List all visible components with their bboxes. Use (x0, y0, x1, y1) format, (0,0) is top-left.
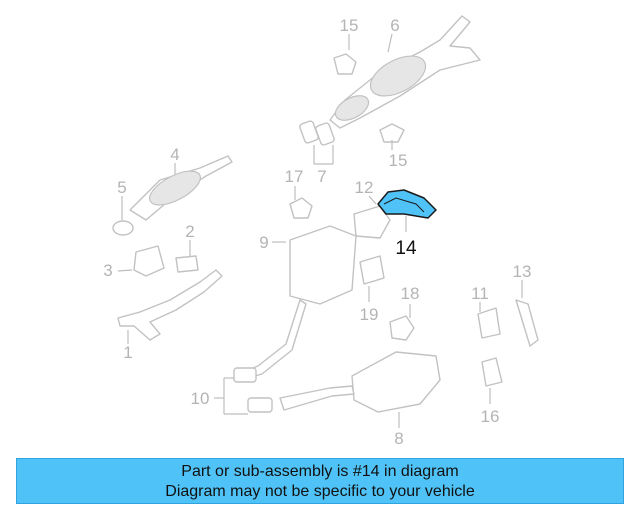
callout-1: 1 (123, 343, 132, 362)
part-6-drawing (329, 15, 481, 129)
part-3-drawing (133, 245, 165, 277)
part-11-drawing (477, 307, 501, 339)
callout-7: 7 (317, 167, 326, 186)
callout-17: 17 (285, 167, 304, 186)
callout-15-mid: 15 (389, 151, 408, 170)
banner-line-1: Part or sub-assembly is #14 in diagram (181, 463, 459, 480)
part-7-drawing (299, 120, 335, 146)
callout-8: 8 (394, 429, 403, 448)
callout-4: 4 (170, 145, 179, 164)
part-4-drawing (129, 155, 233, 221)
callout-16: 16 (481, 407, 500, 426)
callout-11: 11 (471, 284, 489, 303)
info-banner: Part or sub-assembly is #14 in diagram D… (16, 458, 624, 504)
callout-14-highlighted[interactable]: 14 (395, 238, 417, 259)
callout-12: 12 (355, 178, 374, 197)
part-8-drawing (279, 351, 441, 413)
callout-10: 10 (191, 389, 210, 408)
part-9-drawing (237, 225, 357, 381)
callout-5: 5 (117, 178, 126, 197)
part-1-drawing (117, 269, 223, 341)
part-15-mid-drawing (379, 123, 405, 143)
part-10-drawing (233, 367, 273, 413)
part-5-drawing (112, 220, 134, 236)
callout-2: 2 (185, 222, 194, 241)
callout-19: 19 (360, 305, 379, 324)
part-2-drawing (175, 255, 199, 273)
callout-18: 18 (401, 284, 420, 303)
part-17-drawing (289, 197, 313, 219)
callout-13: 13 (513, 262, 532, 281)
banner-line-2: Diagram may not be specific to your vehi… (165, 483, 475, 500)
part-15-top-drawing (333, 53, 357, 75)
part-12-drawing (353, 205, 391, 239)
part-14-highlighted-drawing[interactable] (377, 189, 437, 219)
callout-9: 9 (259, 233, 268, 252)
leader-lines (117, 33, 523, 428)
part-13-drawing (515, 299, 539, 347)
part-19-drawing (359, 255, 385, 285)
callout-3: 3 (103, 261, 112, 280)
callout-6: 6 (390, 16, 399, 35)
part-16-drawing (481, 357, 503, 387)
callout-15-top: 15 (340, 16, 359, 35)
part-18-drawing (389, 315, 415, 341)
